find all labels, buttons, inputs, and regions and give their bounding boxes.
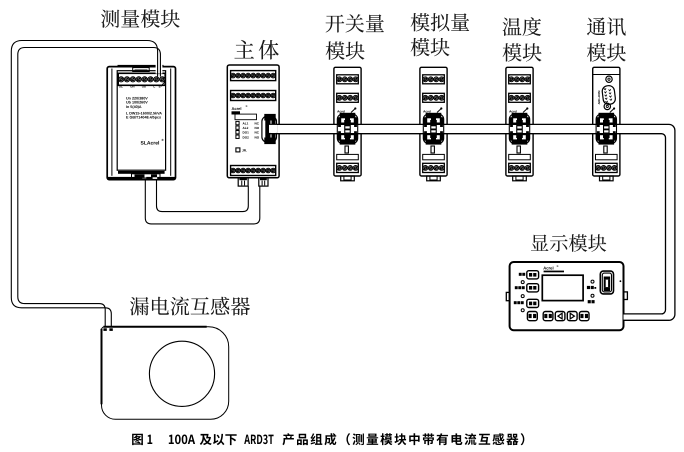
svg-text:NC: NC (255, 122, 260, 126)
svg-text:UL: UL (119, 85, 123, 89)
svg-text:NC: NC (255, 131, 260, 135)
svg-text:DO2: DO2 (243, 135, 250, 139)
svg-text:SLAcrel: SLAcrel (141, 140, 161, 146)
svg-text:DO1: DO1 (243, 131, 250, 135)
svg-text:L DW15-1600/2.5kVA: L DW15-1600/2.5kVA (126, 111, 162, 115)
svg-text:Acrel: Acrel (423, 110, 431, 114)
svg-text:Un 220/380V: Un 220/380V (126, 96, 148, 100)
svg-text:AL1: AL1 (243, 122, 249, 126)
svg-text:®: ® (162, 138, 165, 142)
svg-text:Acrel: Acrel (337, 110, 345, 114)
svg-text:Acrel: Acrel (232, 106, 242, 111)
svg-text:Ua: Ua (142, 85, 146, 89)
svg-text:NO: NO (255, 135, 260, 139)
svg-text:L: L (153, 85, 155, 89)
svg-text:JR.: JR. (242, 149, 247, 153)
svg-text:Acrel: Acrel (543, 266, 553, 271)
svg-text:In 5(40)A: In 5(40)A (126, 105, 142, 109)
svg-text:ARD-485M: ARD-485M (597, 90, 601, 105)
svg-text:NO: NO (255, 126, 260, 130)
svg-text:Ub 100/260V: Ub 100/260V (126, 101, 148, 105)
svg-text:E GB/T14048.4/5pcs: E GB/T14048.4/5pcs (126, 116, 161, 120)
svg-text:®: ® (557, 265, 559, 268)
svg-text:E: E (159, 85, 161, 89)
svg-text:Acrel: Acrel (509, 110, 517, 114)
svg-text:®: ® (246, 105, 248, 108)
svg-text:UN: UN (130, 85, 134, 89)
svg-text:AL2: AL2 (243, 126, 249, 130)
